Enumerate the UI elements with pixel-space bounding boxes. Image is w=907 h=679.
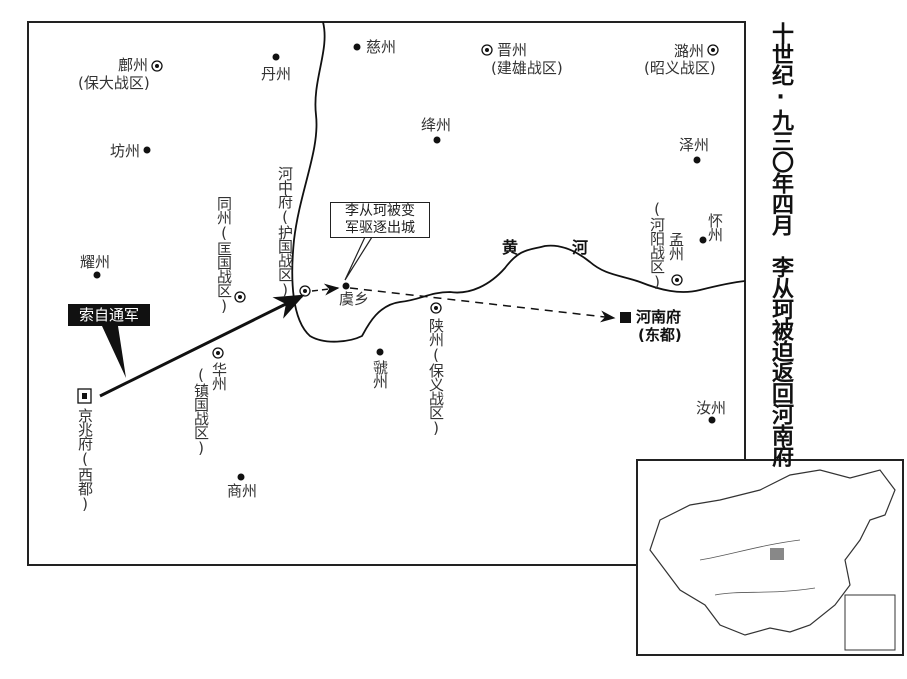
label-shanzhou: 陕州(保义战区) [427, 318, 445, 436]
label-fuzhou: 鄜州 [118, 56, 149, 74]
inset-china-outline [649, 469, 896, 636]
label-heyang-district: (河阳战区) [648, 200, 666, 290]
label-luzhou-district: (昭义战区) [644, 59, 716, 77]
label-jingzhaofu: 京兆府(西都) [76, 408, 94, 512]
city-dots [93, 43, 716, 481]
label-fuzhou-district: (保大战区) [78, 74, 150, 92]
label-huazhou-district: (镇国战区) [192, 366, 210, 456]
inset-river [699, 539, 816, 596]
capital-symbol-east [620, 312, 631, 323]
label-henanfu-sub: (东都) [638, 326, 682, 344]
label-huazhou: 华州 [210, 362, 228, 390]
river-label-huang: 黄 [502, 238, 519, 257]
li-congke-expulsion-arrow [311, 283, 340, 296]
district-seats [151, 44, 719, 359]
return-route-arrow [349, 287, 616, 323]
label-hezhongfu: 河中府(护国战区) [276, 166, 294, 298]
callout-box: 李从珂被变 军驱逐出城 [330, 202, 430, 238]
label-jinzhou: 晋州 [497, 41, 528, 59]
callout-line-1: 李从珂被变 [345, 203, 415, 219]
label-tongzhou: 同州(匡国战区) [215, 196, 233, 314]
label-huaizhou: 怀州 [706, 213, 724, 241]
label-fangzhou: 坊州 [110, 142, 141, 160]
label-zezhou: 泽州 [679, 136, 710, 154]
map-title: 十世纪·九三〇年四月 李从珂被迫返回河南府 [768, 22, 793, 466]
river-label-he: 河 [572, 238, 589, 257]
label-jiangzhou: 绛州 [421, 116, 452, 134]
callout-line-2: 军驱逐出城 [345, 220, 415, 236]
label-cizhou: 慈州 [366, 38, 397, 56]
label-yaozhou: 耀州 [80, 253, 111, 271]
suo-zitong-route-arrow [99, 294, 305, 398]
label-guozhou: 虢州 [371, 360, 389, 388]
inset-south-sea-box [844, 594, 896, 651]
army-label: 索自通军 [68, 304, 150, 326]
army-label-pointer [102, 326, 126, 378]
label-shangzhou: 商州 [227, 482, 258, 500]
yellow-river [291, 21, 746, 343]
label-henanfu: 河南府 [636, 308, 682, 326]
callout-pointer [344, 236, 373, 281]
label-ruzhou: 汝州 [696, 399, 727, 417]
label-mengzhou: 孟州 [667, 232, 685, 260]
label-danzhou: 丹州 [261, 65, 292, 83]
label-luzhou: 潞州 [674, 42, 705, 60]
inset-highlight [770, 548, 784, 560]
label-jinzhou-district: (建雄战区) [491, 59, 563, 77]
label-yuxiang: 虞乡 [339, 290, 370, 308]
